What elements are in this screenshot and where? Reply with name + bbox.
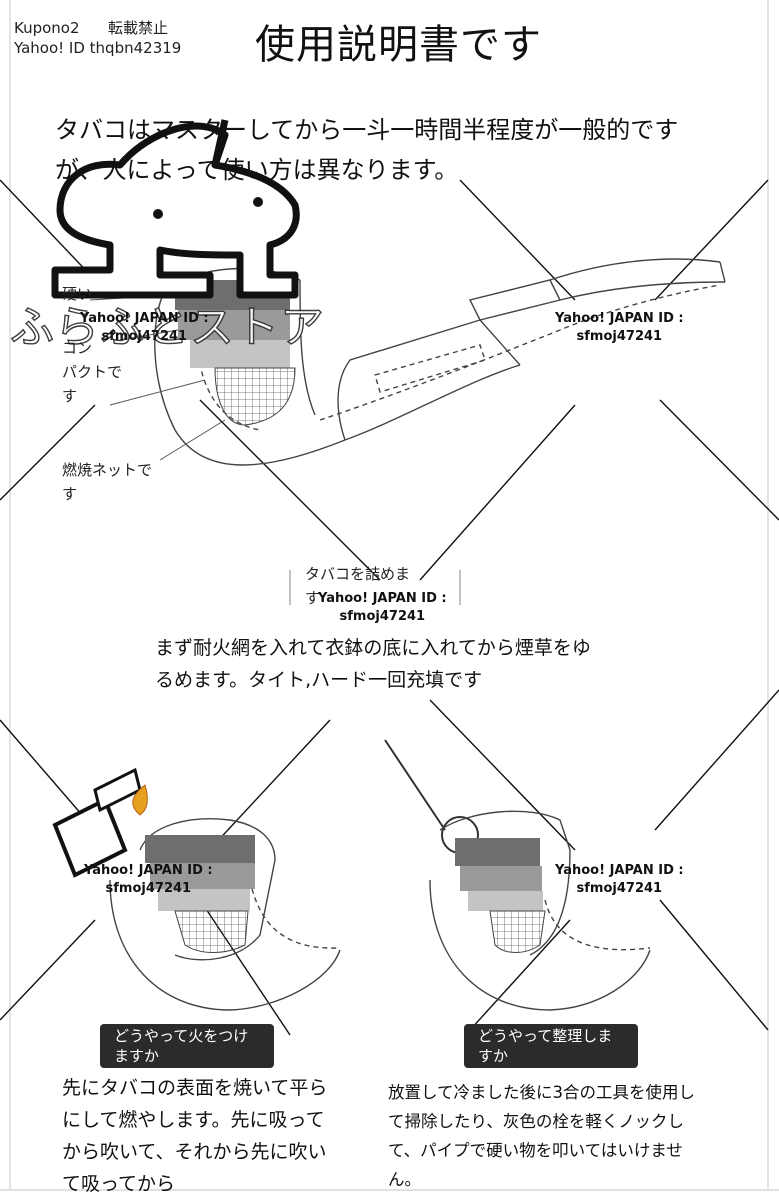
tobacco-bands-cleaning — [455, 838, 546, 953]
step-fill-label-suffix: す — [305, 589, 321, 607]
flame-icon — [132, 784, 148, 816]
label-fragment-compact: コン — [62, 339, 93, 357]
label-compact: パクトで — [62, 363, 123, 381]
how-to-light-button[interactable]: どうやって火をつけますか — [100, 1024, 274, 1068]
dog-logo-icon — [51, 119, 300, 299]
repost-notice: 転載禁止 — [108, 19, 169, 37]
tobacco-bands-lighting — [145, 835, 255, 953]
watermark: Yahoo! JAPAN ID :sfmoj47241 — [555, 311, 684, 344]
label-fragment-hard: 硬い — [62, 285, 93, 303]
step-fill-description: まず耐火網を入れて衣鉢の底に入れてから煙草をゆるめます。タイト,ハード一回充填で… — [155, 637, 591, 691]
shop-name: Kupono2 — [14, 19, 80, 37]
label-compact-suffix: す — [62, 387, 78, 405]
yahoo-id: Yahoo! ID thqbn42319 — [14, 39, 182, 57]
pipe-diagram-lighting — [109, 818, 341, 1011]
watermark: Yahoo! JAPAN ID :sfmoj47241 — [318, 591, 447, 624]
pipe-diagram-cleaning — [429, 810, 651, 1011]
watermark: Yahoo! JAPAN ID :sfmoj47241 — [84, 863, 213, 896]
step-clean-description: 放置して冷ました後に3合の工具を使用して掃除したり、灰色の栓を軽くノックして、パ… — [388, 1083, 696, 1189]
label-burn-net-suffix: す — [62, 485, 78, 503]
step-light-description: 先にタバコの表面を焼いて平らにして燃やします。先に吸ってから吹いて、それから先に… — [62, 1077, 328, 1195]
page-title: 使用説明書です — [255, 22, 542, 68]
store-logo-text: ふらふとストア — [9, 301, 325, 353]
watermark: Yahoo! JAPAN ID :sfmoj47241 — [555, 863, 684, 896]
label-frame — [289, 570, 461, 605]
pipe-diagram-large — [154, 258, 726, 466]
label-burn-net: 燃焼ネットで — [62, 461, 153, 479]
how-to-clean-button[interactable]: どうやって整理しますか — [464, 1024, 638, 1068]
step-fill-label: タバコを詰めま — [305, 565, 411, 583]
lighter-icon — [52, 767, 142, 878]
cleaning-tool-icon — [384, 739, 479, 854]
intro-text: タバコはマスターしてから一斗一時間半程度が一般的ですが、人によって使い方は異なり… — [55, 116, 679, 184]
watermark: Yahoo! JAPAN ID :sfmoj47241 — [80, 311, 209, 344]
